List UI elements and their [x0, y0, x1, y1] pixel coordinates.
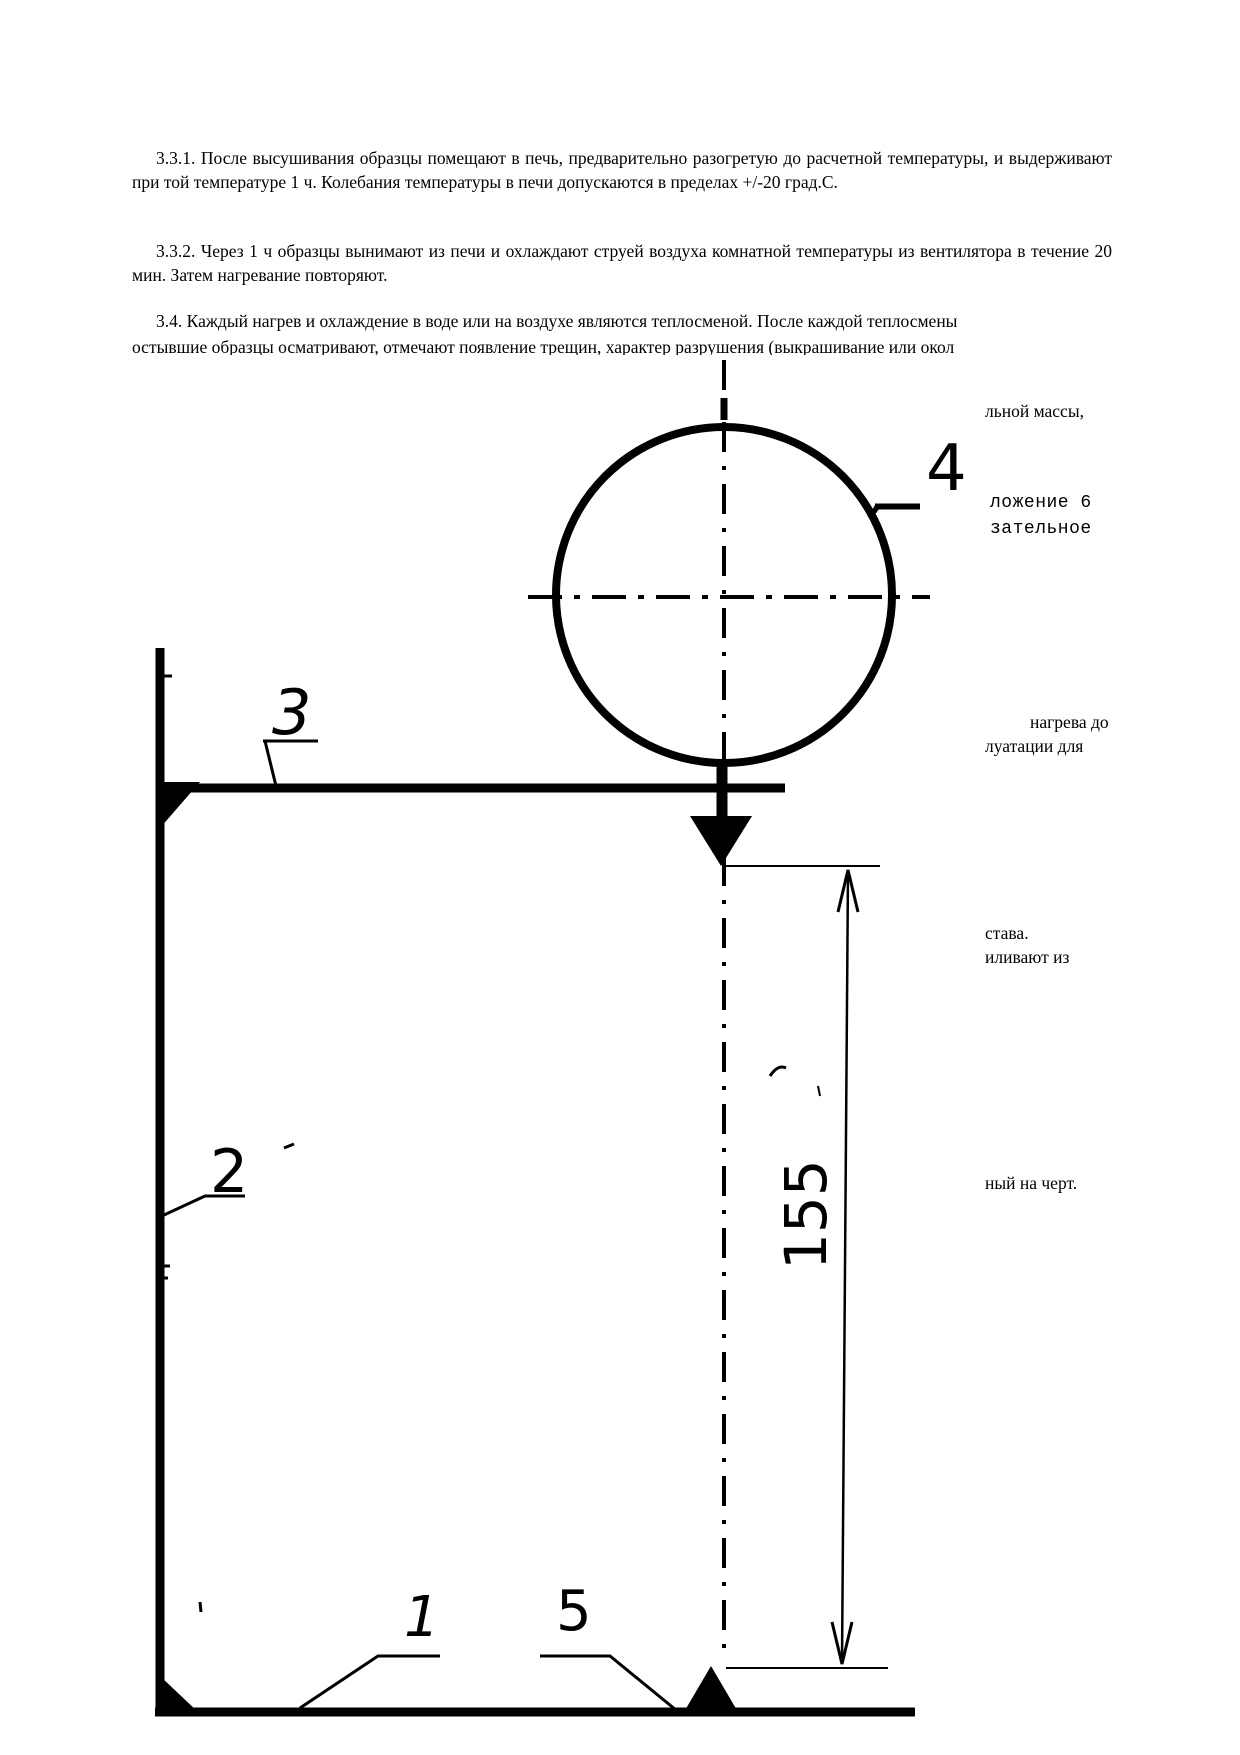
- dimension-arrow-top: [836, 869, 860, 913]
- paragraph-3-3-1: 3.3.1. После высушивания образцы помещаю…: [132, 148, 1112, 192]
- paragraph-3-4: 3.4. Каждый нагрев и охлаждение в воде и…: [156, 311, 958, 331]
- drawing-backdrop: [110, 355, 980, 1755]
- fragment-text-1: льной массы,: [985, 401, 1084, 421]
- scan-mark: [283, 1142, 295, 1150]
- label-1: 1: [404, 1585, 440, 1650]
- load-arrow: [690, 816, 752, 866]
- fragment-text-5: луатации для: [985, 736, 1084, 756]
- leader-line-5: [540, 1654, 677, 1712]
- label-4: 4: [926, 432, 967, 506]
- leader-line-1: [299, 1654, 440, 1710]
- dimension-line: [840, 871, 850, 1663]
- scan-mark: [768, 1065, 787, 1077]
- leader-line-3-tail: [263, 740, 278, 787]
- label-3: 3: [272, 676, 311, 749]
- paragraph-3-4-cut-line: остывшие образцы осматривают, отмечают п…: [132, 336, 1112, 358]
- fragment-text-7: иливают из: [985, 947, 1070, 967]
- fragment-text-6: става.: [985, 923, 1029, 943]
- scan-mark: [198, 1601, 203, 1613]
- scan-mark: [817, 1085, 821, 1097]
- leader-line-2: [163, 1194, 245, 1217]
- fragment-text-2: ложение 6: [990, 493, 1092, 513]
- paragraph-3-3-2: 3.3.2. Через 1 ч образцы вынимают из печ…: [132, 241, 1112, 285]
- fragment-text-4: нагрева до: [1030, 712, 1109, 732]
- support-triangle: [684, 1666, 738, 1712]
- dimension-label-155: 155: [772, 1159, 840, 1270]
- bottom-corner-weld: [160, 1676, 198, 1712]
- leader-line-4-hook: [870, 506, 920, 517]
- fragment-text-3: зательное: [990, 519, 1092, 539]
- label-2: 2: [210, 1137, 248, 1207]
- label-5: 5: [556, 1579, 592, 1644]
- dimension-arrow-bottom: [830, 1621, 854, 1665]
- paragraph-3-4-cut-text: остывшие образцы осматривают, отмечают п…: [132, 337, 955, 357]
- fragment-text-8: ный на черт.: [985, 1173, 1078, 1193]
- top-corner-weld: [160, 782, 200, 828]
